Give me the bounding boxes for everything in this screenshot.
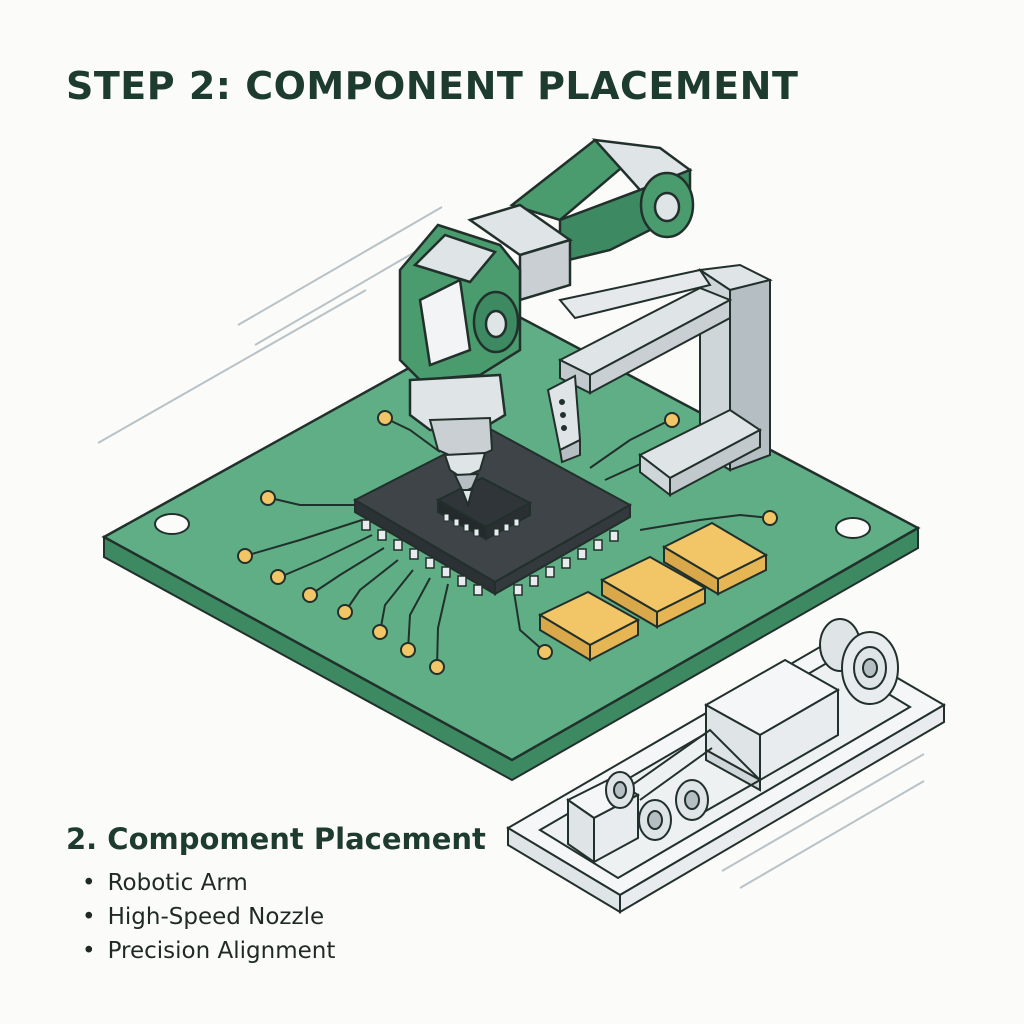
- motion-lines: [97, 206, 925, 889]
- mounting-hole: [154, 513, 190, 535]
- mounting-hole: [835, 517, 871, 539]
- caption-heading: 2. Compoment Placement: [66, 822, 486, 856]
- smd-component: [661, 521, 769, 596]
- feature-list: Robotic Arm High-Speed Nozzle Precision …: [66, 866, 486, 968]
- robotic-arm-icon: [398, 138, 695, 432]
- pick-and-place-machine-icon: [506, 618, 946, 914]
- smd-component: [599, 555, 708, 629]
- nozzle-icon: [428, 416, 494, 509]
- gantry-frame: [546, 263, 773, 498]
- caption-block: 2. Compoment Placement Robotic Arm High-…: [66, 822, 486, 968]
- chip-icon: [352, 428, 633, 596]
- smd-component: [537, 590, 641, 662]
- list-item: Robotic Arm: [82, 866, 486, 900]
- pcb-traces: [244, 384, 771, 668]
- list-item: Precision Alignment: [82, 934, 486, 968]
- list-item: High-Speed Nozzle: [82, 900, 486, 934]
- page-title: STEP 2: COMPONENT PLACEMENT: [66, 64, 799, 108]
